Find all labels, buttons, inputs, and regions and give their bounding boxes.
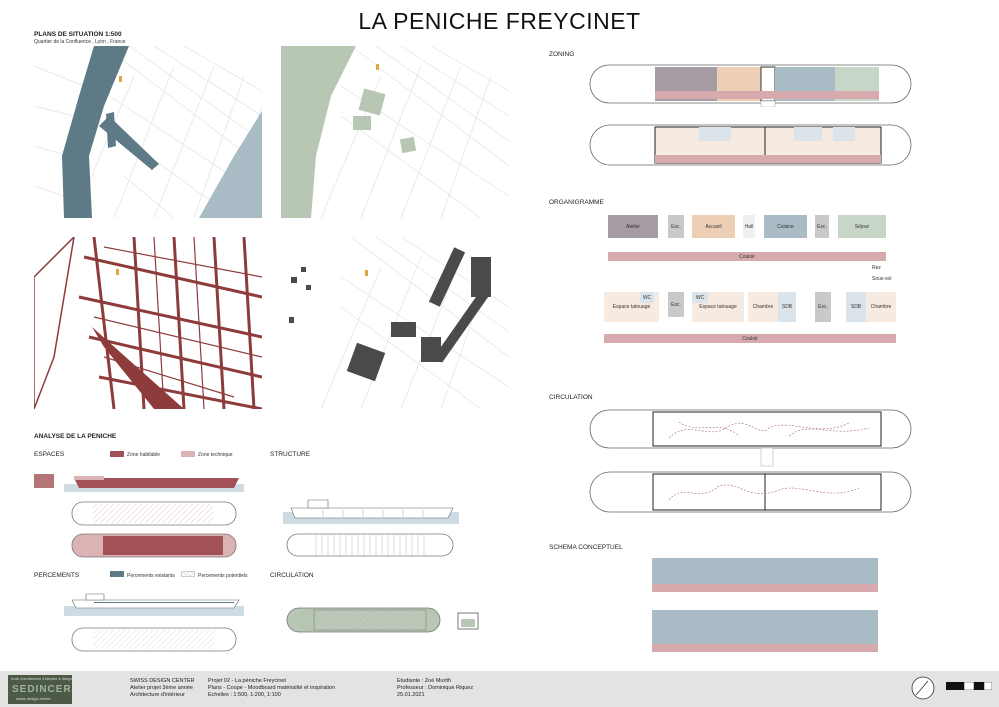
legend-potentiels-swatch	[181, 571, 195, 577]
percements-plan	[71, 627, 237, 652]
org-box-esc-b1: Esc.	[668, 292, 684, 317]
org-box-espace-tatouage-2: Espace tatouage	[692, 292, 744, 322]
school-logo-text: SEDINCER	[12, 684, 72, 695]
legend-technique-label: Zone technique	[198, 452, 233, 458]
structure-heading: STRUCTURE	[270, 451, 311, 458]
espaces-plan-filled	[71, 533, 237, 558]
footer-col2-line2: Plans - Coupe - Moodboard matérialité et…	[208, 685, 336, 691]
legend-existants-swatch	[110, 571, 124, 577]
school-logo-sub: swiss design center	[16, 696, 51, 701]
org-box-sdb-2: SDB	[846, 292, 866, 322]
site-map-streets	[34, 237, 262, 409]
org-box-chambre-2: Chambre	[866, 292, 896, 322]
analysis-circulation-heading: CIRCULATION	[270, 572, 314, 579]
circulation-analysis-plan	[286, 607, 441, 633]
schema-heading: SCHEMA CONCEPTUEL	[549, 544, 623, 551]
footer: ecole d'architecture d'interieur & desig…	[0, 671, 999, 707]
legend-existants-label: Percements existants	[127, 573, 175, 579]
analysis-heading: ANALYSE DE LA PENICHE	[34, 433, 117, 440]
espaces-plan-hatched	[71, 501, 237, 526]
org-box-accueil: Accueil	[692, 215, 735, 238]
legend-potentiels-label: Percements potentiels	[198, 573, 248, 579]
zoning-plan-bottom	[589, 124, 912, 166]
org-box-esc-1: Esc.	[668, 215, 684, 238]
circulation-plan-bottom	[589, 470, 912, 514]
schema-block-bottom	[652, 610, 878, 652]
structure-elevation	[283, 492, 459, 526]
org-box-chambre-1: Chambre	[748, 292, 778, 322]
circulation-heading: CIRCULATION	[549, 394, 593, 401]
footer-col3-line1: Etudiante : Zoé Murith	[397, 678, 452, 684]
footer-col1-line2: Atelier projet 3ème année	[130, 685, 193, 691]
schema-block-bottom-couloir	[652, 644, 878, 652]
schema-block-top	[652, 558, 878, 592]
page-title: LA PENICHE FREYCINET	[358, 8, 641, 34]
footer-col2-line1: Projet 02 - La péniche Freycinet	[208, 678, 286, 684]
org-couloir-top: Couloir	[608, 252, 886, 261]
org-box-wc-2: WC	[692, 292, 708, 303]
org-box-cuisine: Cuisine	[764, 215, 807, 238]
legend-habitable-label: Zone habitable	[127, 452, 161, 458]
organigramme-heading: ORGANIGRAMME	[549, 199, 604, 206]
site-map-buildings	[281, 237, 509, 409]
org-box-hall: Hall	[743, 215, 755, 238]
circulation-plan-top	[589, 408, 912, 468]
legend-habitable-swatch	[110, 451, 124, 457]
zoning-plan-top	[589, 63, 912, 107]
situation-heading: PLANS DE SITUATION 1:500	[34, 31, 122, 38]
org-couloir-bottom: Couloir	[604, 334, 896, 343]
percements-heading: PERCEMENTS	[34, 572, 80, 579]
schema-block-top-couloir	[652, 584, 878, 592]
site-map-river	[34, 46, 262, 218]
espaces-heading: ESPACES	[34, 451, 65, 458]
footer-col2-line3: Echelles : 1:500, 1:200, 1:100	[208, 692, 281, 698]
legend-technique-swatch	[181, 451, 195, 457]
circulation-analysis-section	[457, 609, 479, 631]
structure-plan	[286, 533, 454, 557]
site-map-green	[281, 46, 509, 218]
situation-subheading: Quartier de la Confluence , Lyon , Franc…	[34, 39, 126, 45]
org-box-sdb-1: SDB	[778, 292, 796, 322]
footer-col3-line2: Professeur : Dominique Riquez	[397, 685, 474, 691]
scale-bar-icon	[946, 682, 992, 690]
org-box-sejour: Séjour	[838, 215, 886, 238]
espaces-elevation	[34, 470, 244, 494]
org-box-esc-b2: Esc.	[815, 292, 831, 322]
footer-col1-line1: SWISS DESIGN CENTER	[130, 678, 195, 684]
org-box-atelier: Atelier	[608, 215, 658, 238]
percements-elevation	[64, 590, 244, 618]
school-logo-line: ecole d'architecture d'interieur & desig…	[11, 677, 73, 681]
org-box-esc-2: Esc.	[815, 215, 829, 238]
footer-col1-line3: Architecture d'intérieur	[130, 692, 185, 698]
footer-col3-line3: 25.01.2021	[397, 692, 425, 698]
org-box-wc-1: WC	[640, 292, 654, 303]
org-rez-label: Rez	[872, 265, 881, 271]
school-logo: ecole d'architecture d'interieur & desig…	[8, 675, 72, 704]
org-sous-sol-label: Sous-sol	[872, 276, 892, 282]
north-arrow-icon	[910, 675, 936, 701]
zoning-heading: ZONING	[549, 51, 575, 58]
